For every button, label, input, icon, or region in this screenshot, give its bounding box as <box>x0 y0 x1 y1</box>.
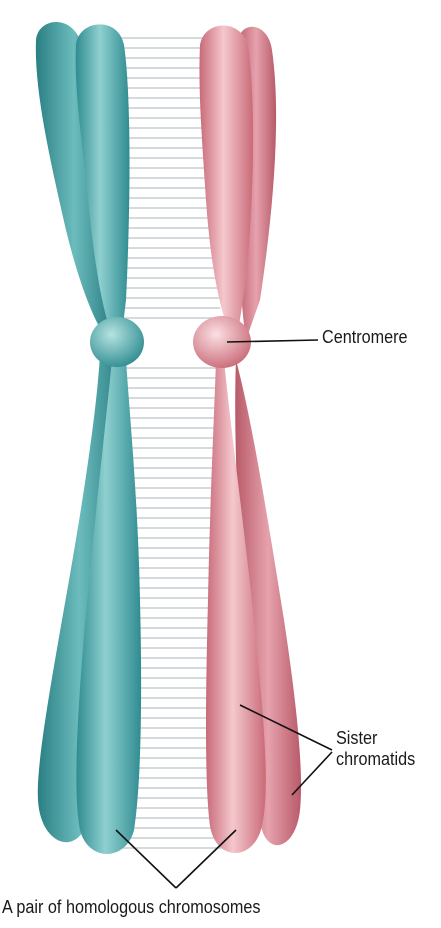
centromere-label: Centromere <box>322 327 408 348</box>
sister-chromatids-label-line2: chromatids <box>336 749 415 770</box>
homologous-pair-label: A pair of homologous chromosomes <box>2 897 260 918</box>
homolog-leader-line-1 <box>116 830 176 888</box>
homolog-leader-line-2 <box>176 830 236 888</box>
left-chromosome <box>36 22 144 854</box>
right-chromosome <box>193 25 301 853</box>
sister-chromatids-label-line1: Sister <box>336 728 415 749</box>
sister-chromatids-label: Sister chromatids <box>336 728 415 770</box>
left-centromere <box>90 317 144 367</box>
